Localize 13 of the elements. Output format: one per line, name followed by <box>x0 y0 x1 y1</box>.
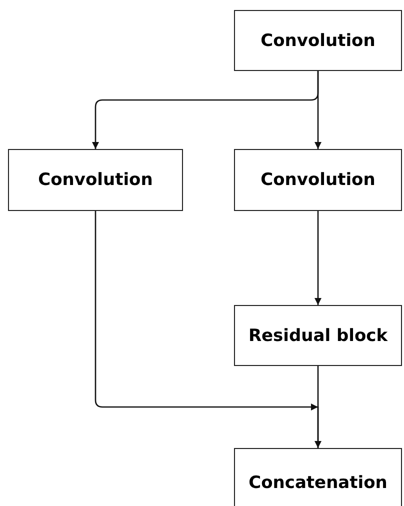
arrow <box>314 71 322 149</box>
process-box <box>8 149 183 211</box>
process-box <box>234 448 402 506</box>
process-box <box>234 149 402 211</box>
arrow <box>314 366 322 448</box>
box-label: Residual block <box>248 326 388 346</box>
box-label: Concatenation <box>248 473 388 493</box>
box-label: Convolution <box>260 170 376 190</box>
arrow <box>314 211 322 305</box>
process-box <box>234 10 402 71</box>
box-label: Convolution <box>260 30 376 50</box>
box-label: Convolution <box>38 170 153 190</box>
process-box <box>234 305 402 366</box>
